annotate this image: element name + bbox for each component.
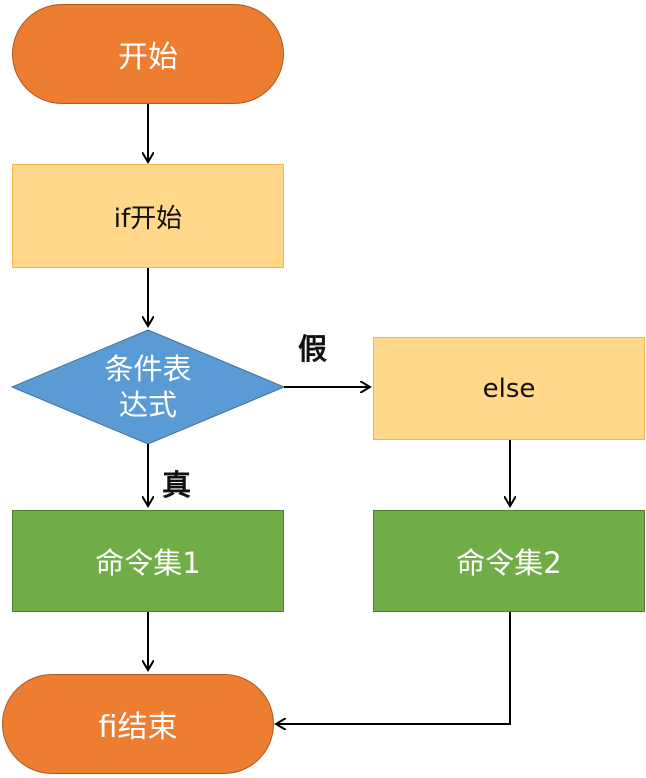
condition-label-line1: 条件表 <box>104 352 192 386</box>
false-branch-label: 假 <box>298 332 328 366</box>
commands1-node: 命令集1 <box>12 510 284 612</box>
arrow-commands2-to-end <box>276 612 511 724</box>
true-branch-label: 真 <box>162 468 192 502</box>
end-node: fi结束 <box>2 674 274 774</box>
else-node: else <box>373 337 645 440</box>
if-start-node: if开始 <box>12 164 284 268</box>
condition-label-line2: 达式 <box>118 388 177 422</box>
commands2-node: 命令集2 <box>373 510 645 612</box>
start-node: 开始 <box>12 4 284 104</box>
condition-label: 条件表 达式 <box>12 330 284 444</box>
